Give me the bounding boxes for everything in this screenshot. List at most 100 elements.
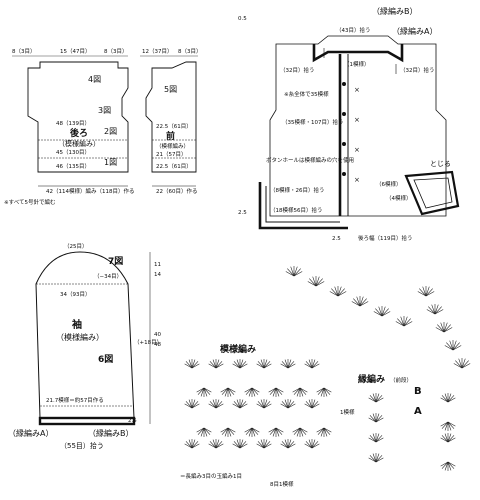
stitch-fan (280, 439, 296, 449)
back-bottom-note: 42（114模様）編み（118目）作る (46, 187, 135, 195)
stitch-fan (426, 304, 444, 315)
stitch-fan (256, 439, 272, 449)
sleeve-cast-on: 21.7模様＝約57目作る (46, 396, 104, 404)
cardigan-assembly-svg: × × × × 0.5 （縁編みB） （縁編みA） （43目）拾う （32目）拾… (238, 6, 460, 242)
svg-text:×: × (354, 116, 360, 124)
front-title: 前 (166, 130, 175, 142)
sleeve-decrease: （−34目） (94, 273, 122, 280)
sleeve-title: 袖 (71, 318, 82, 331)
stitch-fan (440, 461, 456, 471)
stitch-fan (232, 359, 248, 369)
stitch-fan (304, 359, 320, 369)
front-width-top: 12（37目） (142, 48, 173, 55)
stitch-fan (304, 399, 320, 409)
needle-note: ※すべて5号針で編む (4, 198, 56, 206)
stitch-fan (196, 387, 212, 397)
cardigan-assembly-panel: × × × × 0.5 （縁編みB） （縁編みA） （43目）拾う （32目）拾… (236, 0, 480, 250)
stitch-fan (208, 399, 224, 409)
cardigan-dim-25-bottom: 2.5 (332, 236, 341, 242)
sleeve-side-11: 11 (154, 262, 161, 268)
stitch-chart-panel: 模様編み 縁編み （前段） B A 1模様 8目1模様 ＝長編み3目の玉編み1目 (176, 256, 480, 496)
sleeve-subtitle: （模様編み） (56, 332, 104, 342)
stitch-fan (280, 399, 296, 409)
center-repeat: （1模様） (344, 60, 370, 68)
stitch-fan (220, 387, 236, 397)
stitch-fan (368, 453, 384, 463)
stitch-fan (256, 399, 272, 409)
hem-left-count: （8模様・26目）拾う (270, 186, 325, 194)
body-schematic-panel: 8（3目） 15（47目） 8（3目） 12（37目） 8（3目） 4図 3図 … (0, 40, 210, 210)
back-row-45: 45（130目） (56, 149, 90, 156)
sleeve-label-6: 6図 (98, 354, 113, 365)
diagram-label-3: 3図 (98, 106, 111, 115)
stitch-fan (395, 316, 413, 327)
flap-6-repeat: （6模様） (376, 180, 402, 188)
stitch-fan (329, 286, 347, 297)
back-subtitle: （模様編み） (58, 139, 100, 148)
back-width-right: 8（3目） (104, 48, 128, 55)
stitch-fan (292, 427, 308, 437)
yarn-note: ※糸全体で35模様 (284, 90, 329, 98)
svg-text:×: × (354, 146, 360, 154)
stitch-fan (232, 439, 248, 449)
stitch-chart-svg: 模様編み 縁編み （前段） B A 1模様 8目1模様 ＝長編み3目の玉編み1目 (180, 266, 471, 488)
repeat-note: 1模様 (340, 408, 355, 416)
stitch-fan (280, 359, 296, 369)
back-width-left: 8（3目） (12, 48, 36, 55)
stitch-fan (440, 421, 456, 431)
stitch-fan (351, 296, 369, 307)
back-pickup-count: 後ろ幅（119目）拾う (358, 234, 413, 242)
body-schematic-svg: 8（3目） 15（47目） 8（3目） 12（37目） 8（3目） 4図 3図 … (4, 48, 202, 206)
stitch-fan (184, 399, 200, 409)
back-row-48: 48（139目） (56, 120, 90, 127)
stitch-fan (268, 427, 284, 437)
stitch-fan (453, 358, 471, 369)
back-row-46: 46（135目） (56, 163, 90, 170)
sleeve-panel: （25目） 7図 （−34目） 34（93目） 袖 （模様編み） 6図 （+18… (0, 236, 180, 456)
stitch-fan (256, 359, 272, 369)
right-pickup-count: （32目）拾う (400, 66, 435, 74)
stitch-fan (435, 322, 453, 333)
sleeve-side-40: 40 (154, 332, 161, 338)
sleeve-edge-a: （縁編みA） (8, 428, 53, 438)
flap-4-repeat: （4模様） (386, 194, 412, 202)
stitch-fan (368, 413, 384, 423)
front-width-right: 8（3目） (178, 48, 202, 55)
stitch-repeat-note: 8目1模様 (270, 480, 294, 488)
edge-label-b: （縁編みB） (372, 6, 418, 16)
stitch-fan (244, 427, 260, 437)
stitch-fan (440, 393, 456, 403)
cardigan-dim-25-left: 2.5 (238, 210, 247, 216)
neck-pickup-count: （43目）拾う (336, 26, 371, 34)
stitch-fan (292, 387, 308, 397)
svg-text:×: × (354, 86, 360, 94)
stitch-fan (184, 439, 200, 449)
diagram-label-1: 1図 (104, 158, 117, 167)
stitch-fans (184, 266, 471, 471)
back-width-center: 15（47目） (60, 48, 91, 55)
stitch-fan (244, 387, 260, 397)
sleeve-edge-b: （縁編みB） (88, 428, 134, 438)
front-row-22-5-a: 22.5（61目） (156, 123, 192, 130)
cardigan-dim-05-top: 0.5 (238, 16, 247, 22)
stitch-fan (316, 387, 332, 397)
stitch-fan (316, 427, 332, 437)
stitch-fan (232, 399, 248, 409)
sleeve-side-14: 14 (154, 272, 161, 278)
stitch-fan (440, 433, 456, 443)
sleeve-label-7: 7図 (108, 256, 123, 267)
stitch-fan (373, 306, 391, 317)
stitch-fan (220, 427, 236, 437)
edge-pattern-title: 縁編み (358, 373, 385, 385)
stitch-fan (208, 359, 224, 369)
stitch-fan (285, 266, 303, 277)
stitch-fan (368, 393, 384, 403)
sleeve-pickup: （55目）拾う (60, 441, 104, 450)
hem-mid-count: （18模様56目）拾う (270, 206, 323, 214)
sleeve-svg: （25目） 7図 （−34目） 34（93目） 袖 （模様編み） 6図 （+18… (8, 243, 162, 450)
stitch-fan (208, 439, 224, 449)
stitch-fan (417, 286, 435, 297)
front-row-21: 21（57目） (156, 151, 187, 158)
stitch-fan (444, 340, 462, 351)
stitch-fan (307, 276, 325, 287)
